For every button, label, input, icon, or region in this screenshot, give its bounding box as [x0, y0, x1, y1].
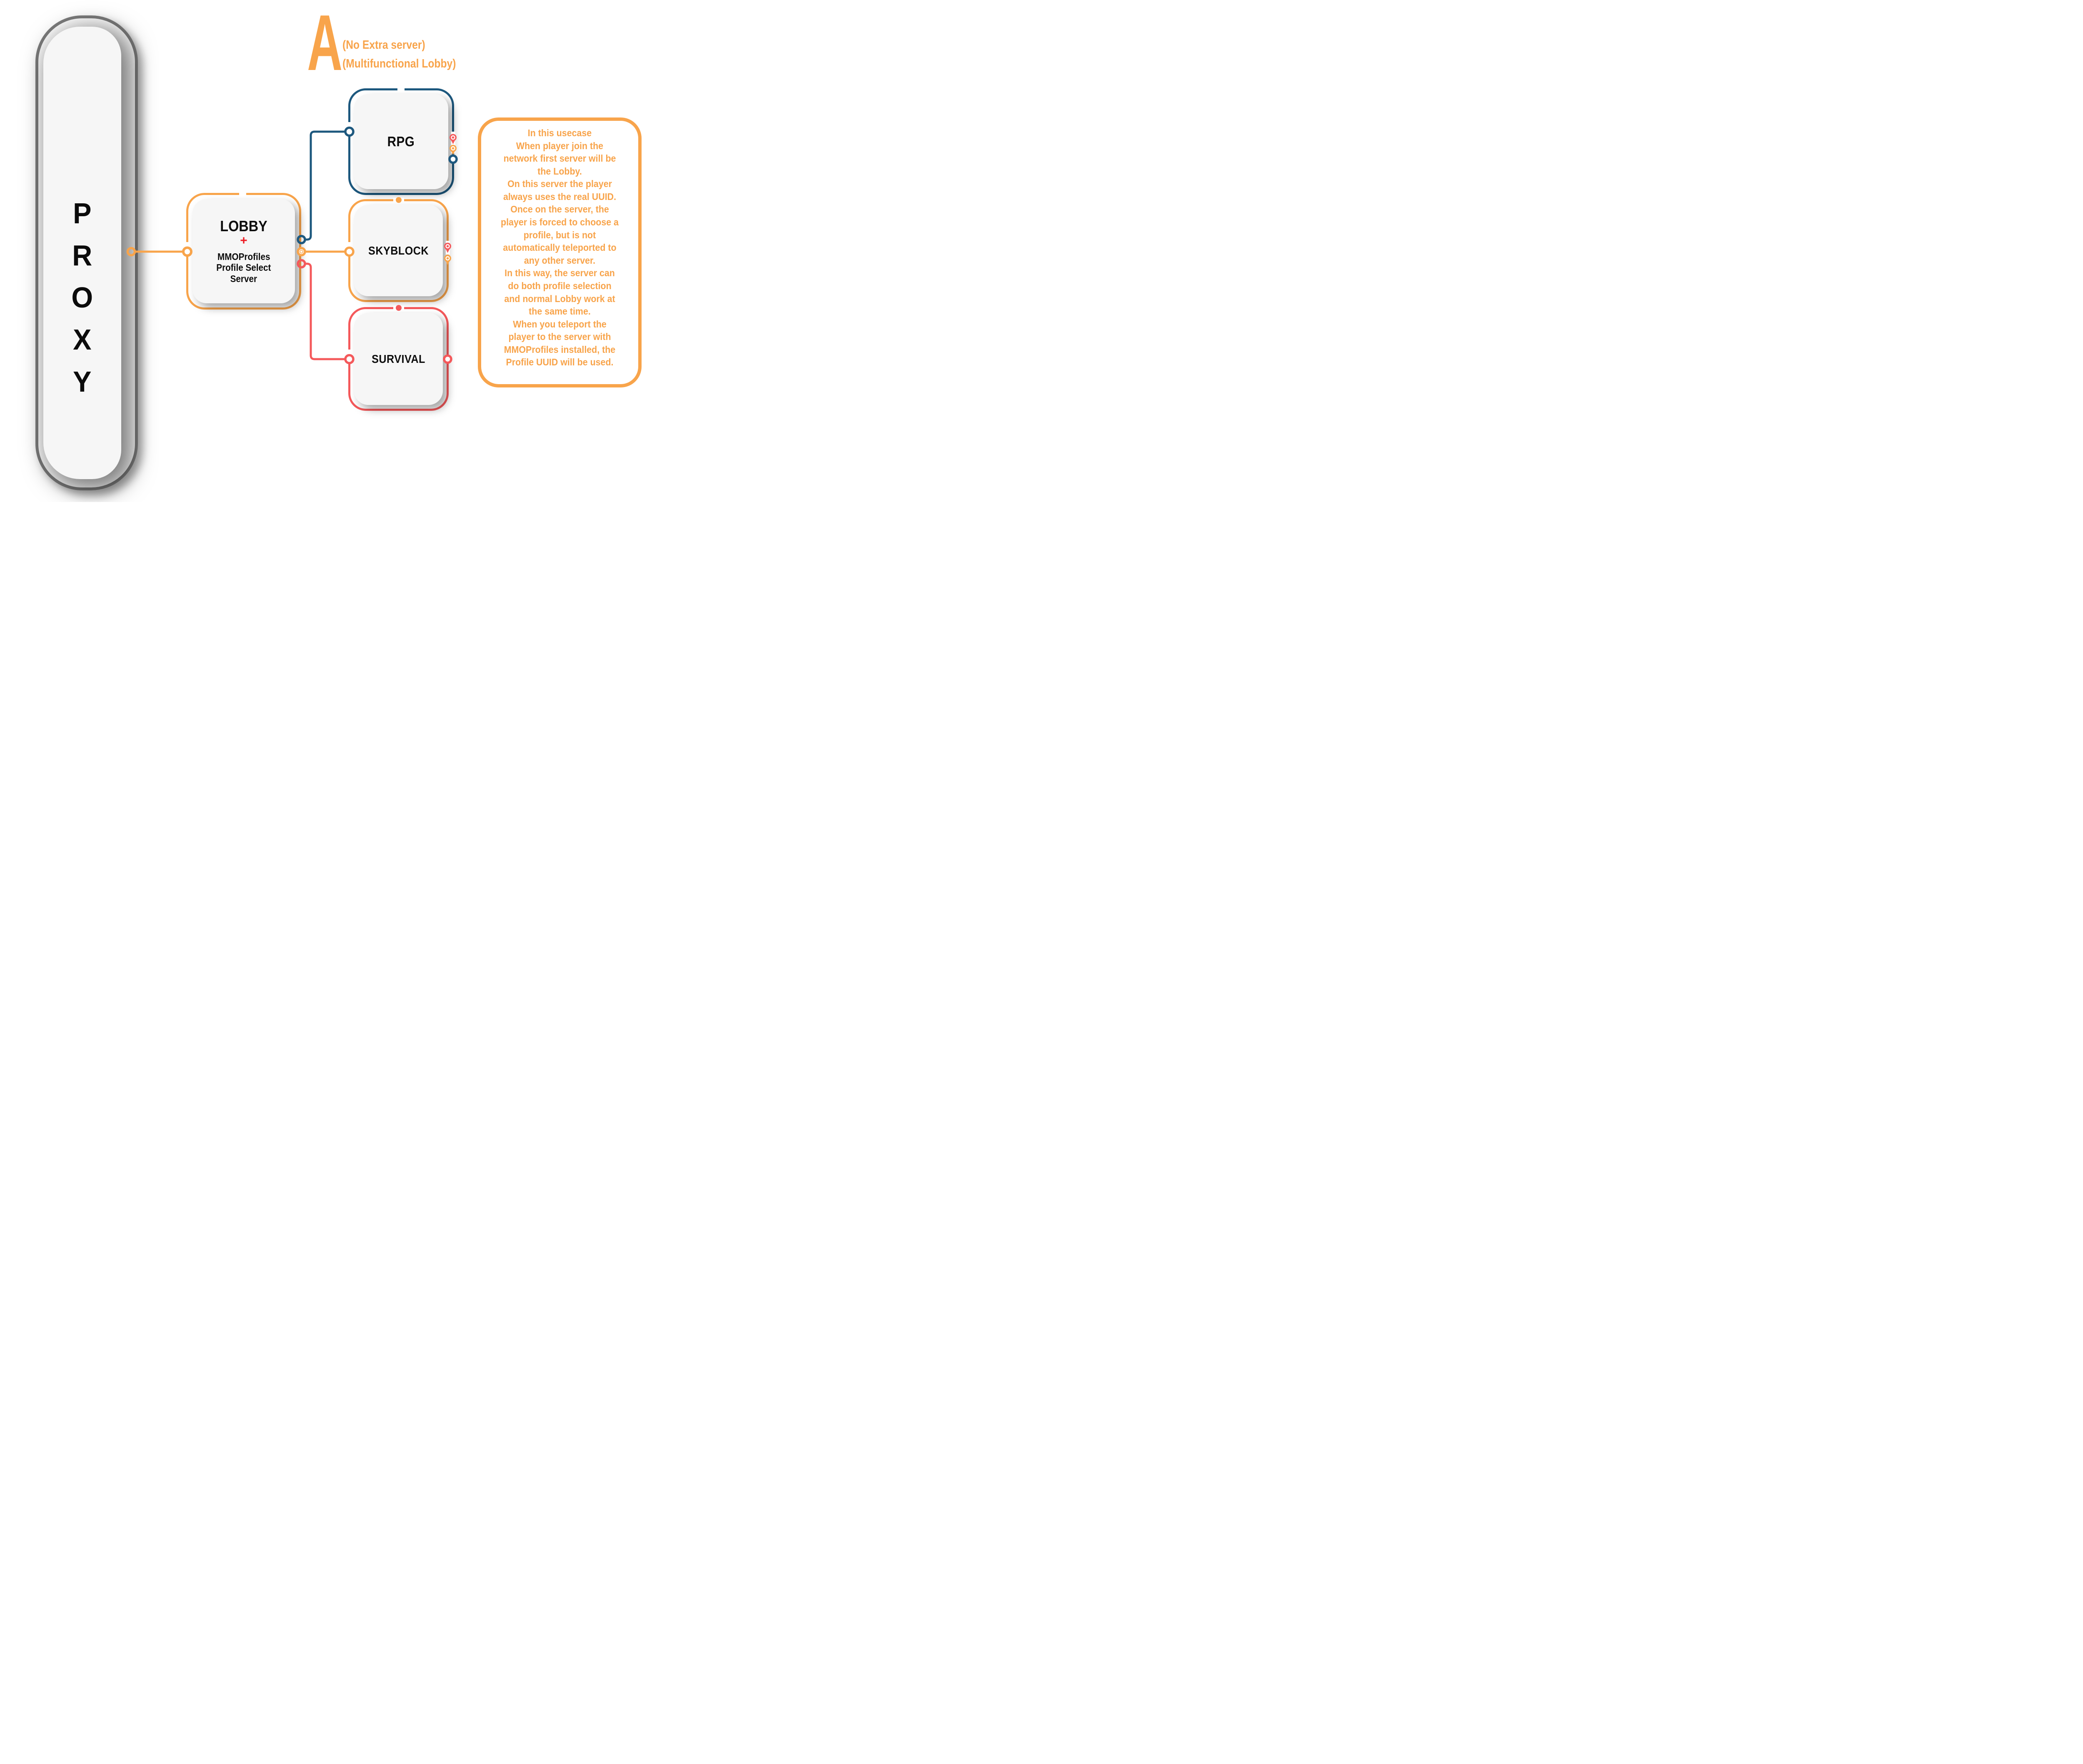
proxy-letter: Y — [73, 365, 92, 398]
lobby-to-rpg-line — [304, 130, 346, 241]
skyblock-server-node: SKYBLOCK — [354, 205, 443, 296]
title-subtitle-1: (No Extra server) — [342, 38, 425, 52]
lobby-subtitle-line: Profile Select — [216, 262, 271, 273]
proxy-server-node: P R O X Y — [43, 27, 121, 479]
title-letter-a: A — [307, 0, 343, 87]
proxy-letter: X — [73, 323, 92, 356]
survival-label: SURVIVAL — [372, 352, 425, 365]
rpg-label: RPG — [387, 134, 415, 149]
proxy-letter: P — [73, 197, 92, 230]
lobby-subtitle-line: Server — [230, 273, 257, 284]
proxy-outline — [35, 15, 138, 490]
proxy-label: P R O X Y — [43, 197, 121, 398]
proxy-letter: O — [71, 281, 93, 314]
plus-icon: + — [240, 233, 247, 247]
diagram-canvas: P R O X Y LOBBY + MMOProfiles Profile Se… — [0, 0, 653, 502]
skyblock-label: SKYBLOCK — [368, 244, 429, 257]
proxy-letter: R — [72, 239, 92, 272]
lobby-server-node: LOBBY + MMOProfiles Profile Select Serve… — [192, 199, 295, 303]
title-subtitle-2: (Multifunctional Lobby) — [342, 57, 456, 70]
lobby-to-survival-line — [304, 262, 346, 360]
lobby-subtitle-line: MMOProfiles — [217, 251, 270, 262]
note-text: In this usecase When player join the net… — [501, 127, 619, 368]
survival-server-node: SURVIVAL — [354, 313, 443, 405]
note-box: In this usecase When player join the net… — [478, 117, 642, 387]
lobby-title: LOBBY — [220, 217, 267, 235]
rpg-server-node: RPG — [354, 94, 448, 189]
